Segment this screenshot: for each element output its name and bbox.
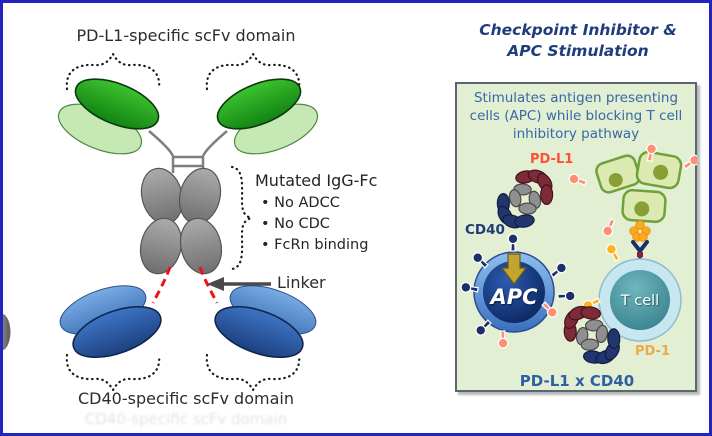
- pdl1-scfv-right: [216, 78, 319, 155]
- left-edge-artifact: [3, 313, 11, 351]
- title-line-2: APC Stimulation: [507, 42, 649, 60]
- brace-bottom-right: [205, 353, 301, 393]
- right-panel-title: Checkpoint Inhibitor & APC Stimulation: [455, 20, 701, 62]
- pdl1-label: PD-L1: [530, 152, 574, 167]
- hinge-region: [148, 130, 228, 173]
- cd40-domain-label: CD40-specific scFv domain: [78, 389, 294, 408]
- tumor-cells: [595, 150, 683, 224]
- title-line-1: Checkpoint Inhibitor &: [479, 21, 677, 39]
- brace-fc: [230, 165, 255, 271]
- fc-region: [139, 167, 223, 275]
- cd40-scfv-right: [214, 285, 317, 359]
- t-cell: [598, 258, 682, 342]
- brace-top-right: [205, 51, 301, 91]
- brace-top-left: [65, 51, 161, 91]
- apc-cell: [473, 251, 555, 333]
- pd1-label: PD-1: [635, 344, 671, 359]
- apc-cell-label: APC: [490, 285, 538, 309]
- fc-bullet-cdc: No CDC: [261, 214, 368, 235]
- dotted-braces: [65, 51, 301, 393]
- cell-nucleus: [608, 172, 623, 187]
- fc-bullet-fcrn: FcRn binding: [261, 235, 368, 256]
- linker-arrow: [207, 277, 271, 291]
- pdl1-scfv-left: [57, 78, 160, 155]
- mechanism-panel: [455, 82, 697, 392]
- stimulation-arrow-icon: [500, 253, 528, 285]
- cell-nucleus: [634, 201, 650, 217]
- fc-bullet-list: No ADCC No CDC FcRn binding: [261, 193, 368, 256]
- t-cell-label: T cell: [620, 293, 660, 309]
- fc-label: Mutated IgG-Fc: [255, 171, 378, 190]
- linker-dashes: [151, 266, 219, 304]
- antibody-schematic-drawing: [3, 51, 319, 393]
- brace-bottom-left: [65, 353, 161, 393]
- panel-description: Stimulates antigen presenting cells (APC…: [469, 90, 683, 142]
- panel-caption: PD-L1 x CD40: [519, 372, 635, 390]
- fc-bullet-adcc: No ADCC: [261, 193, 368, 214]
- tcr-receptor: [631, 240, 649, 260]
- pdl1-domain-label: PD-L1-specific scFv domain: [76, 26, 296, 45]
- antigen-cluster: [629, 220, 651, 242]
- cd40-domain-label-reflection: CD40-specific scFv domain: [84, 410, 288, 428]
- cd40-label: CD40: [465, 222, 505, 238]
- mechanism-drawing: [459, 142, 697, 378]
- cd40-scfv-left: [59, 285, 162, 359]
- linker-label: Linker: [277, 273, 326, 292]
- cell-nucleus: [653, 164, 669, 180]
